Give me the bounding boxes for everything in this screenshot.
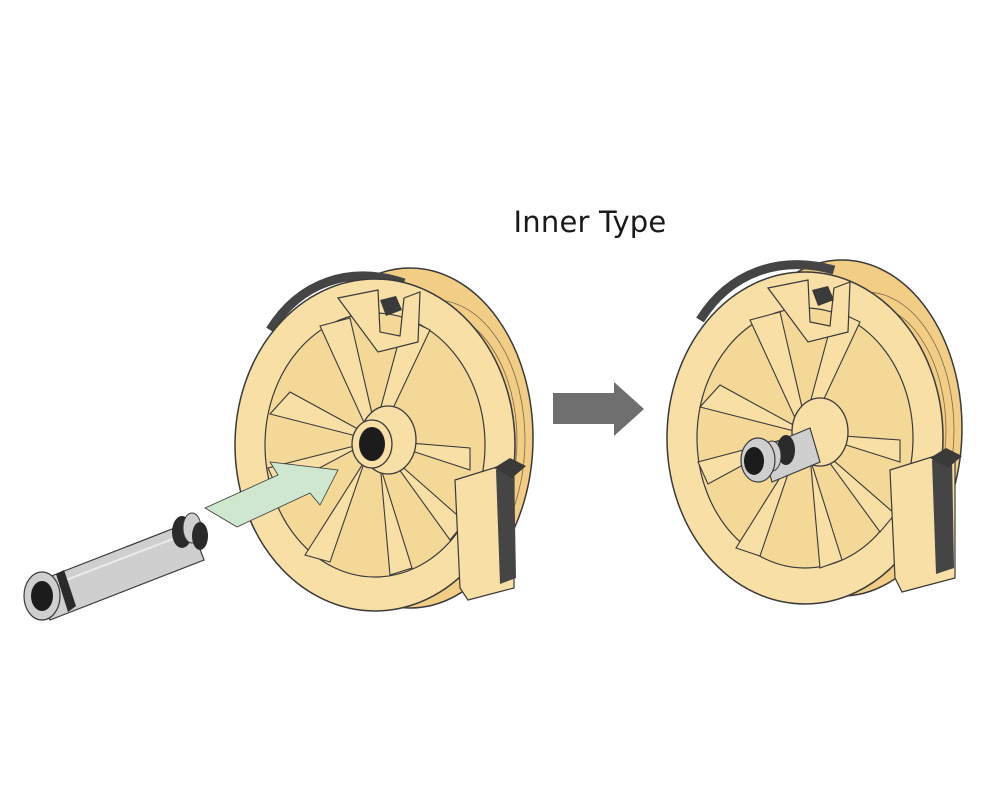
bottom-gasket	[496, 466, 516, 584]
rim-gasket-top	[696, 260, 836, 323]
insert-arrow	[204, 461, 339, 528]
top-seal-icon	[380, 296, 402, 316]
diagram-title: Inner Type	[513, 205, 667, 239]
top-notch	[766, 279, 851, 343]
right-wheel	[666, 259, 963, 605]
bottom-seal-icon	[930, 448, 962, 468]
hub-bore	[359, 427, 385, 461]
process-arrow	[553, 382, 644, 436]
rim-gasket-top	[266, 271, 406, 333]
tube-before	[23, 512, 208, 621]
top-notch	[336, 289, 421, 353]
left-wheel	[234, 267, 534, 612]
bottom-seal-icon	[494, 458, 526, 478]
bottom-gasket	[932, 456, 954, 574]
wheel-spokes	[267, 317, 471, 576]
top-seal-icon	[812, 286, 834, 306]
